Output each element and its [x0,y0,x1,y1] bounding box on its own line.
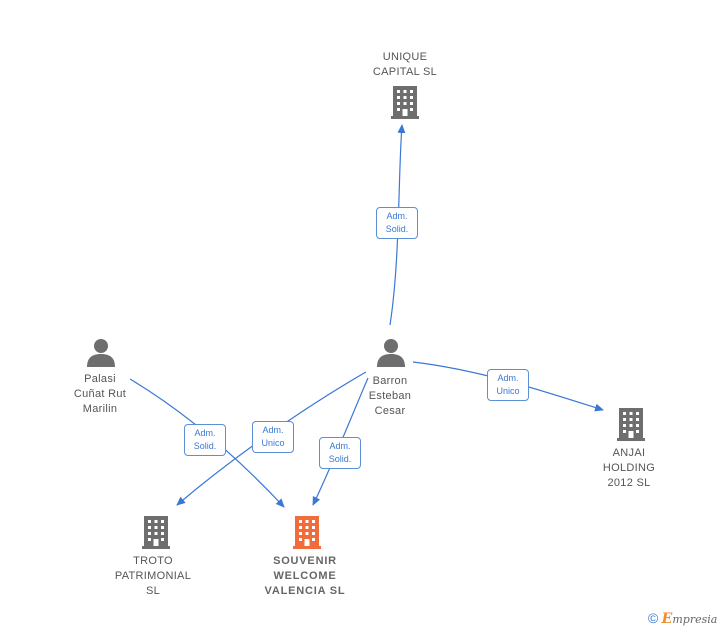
label-line: Cesar [374,405,406,417]
node-label-anjai-holding[interactable]: ANJAI HOLDING 2012 SL [564,446,694,491]
label-line: Palasi [84,373,116,385]
copyright-symbol: © [648,610,659,626]
edge-label-barron-souvenir[interactable]: Adm. Solid. [319,437,361,469]
edge-label-barron-anjai[interactable]: Adm. Unico [487,369,529,401]
edge-label-line: Adm. [329,441,351,451]
brand-name: mpresia [672,613,718,626]
label-line: UNIQUE [382,51,428,63]
edge-label-line: Solid. [385,224,409,234]
edge-label-line: Unico [261,438,285,448]
edge-label-barron-troto[interactable]: Adm. Unico [252,421,294,453]
empresia-watermark[interactable]: © Empresia [648,610,717,627]
node-label-unique-capital[interactable]: UNIQUE CAPITAL SL [340,50,470,80]
node-label-barron[interactable]: Barron Esteban Cesar [325,374,455,419]
node-label-palasi[interactable]: Palasi Cuñat Rut Marilin [35,372,165,417]
label-line: HOLDING [602,462,656,474]
building-icon-souvenir-welcome [293,516,321,549]
label-line: ANJAI [612,447,646,459]
node-label-troto-patrimonial[interactable]: TROTO PATRIMONIAL SL [88,554,218,599]
building-icon-anjai-holding [617,408,645,441]
label-line: 2012 SL [607,477,651,489]
person-icon-barron [377,339,405,367]
label-line: VALENCIA SL [264,585,346,597]
edge-label-line: Unico [496,386,520,396]
label-line: PATRIMONIAL [114,570,192,582]
edge-label-line: Adm. [497,373,519,383]
label-line: Esteban [368,390,412,402]
building-icon-unique-capital [391,86,419,119]
label-line: Cuñat Rut [73,388,127,400]
label-line: Barron [372,375,408,387]
building-icon-troto-patrimonial [142,516,170,549]
person-icon-palasi [87,339,115,367]
brand-initial: E [661,611,673,627]
node-label-souvenir-welcome[interactable]: SOUVENIR WELCOME VALENCIA SL [240,554,370,599]
label-line: SL [145,585,161,597]
label-line: TROTO [133,555,173,567]
label-line: WELCOME [273,570,337,582]
edge-label-line: Solid. [328,454,352,464]
edge-label-line: Adm. [262,425,284,435]
label-line: SOUVENIR [273,555,337,567]
edge-label-barron-unique[interactable]: Adm. Solid. [376,207,418,239]
label-line: Marilin [82,403,118,415]
edge-label-line: Adm. [194,428,216,438]
label-line: CAPITAL SL [372,66,438,78]
edge-label-line: Adm. [386,211,408,221]
edge-label-line: Solid. [193,441,217,451]
edge-label-palasi-souvenir[interactable]: Adm. Solid. [184,424,226,456]
